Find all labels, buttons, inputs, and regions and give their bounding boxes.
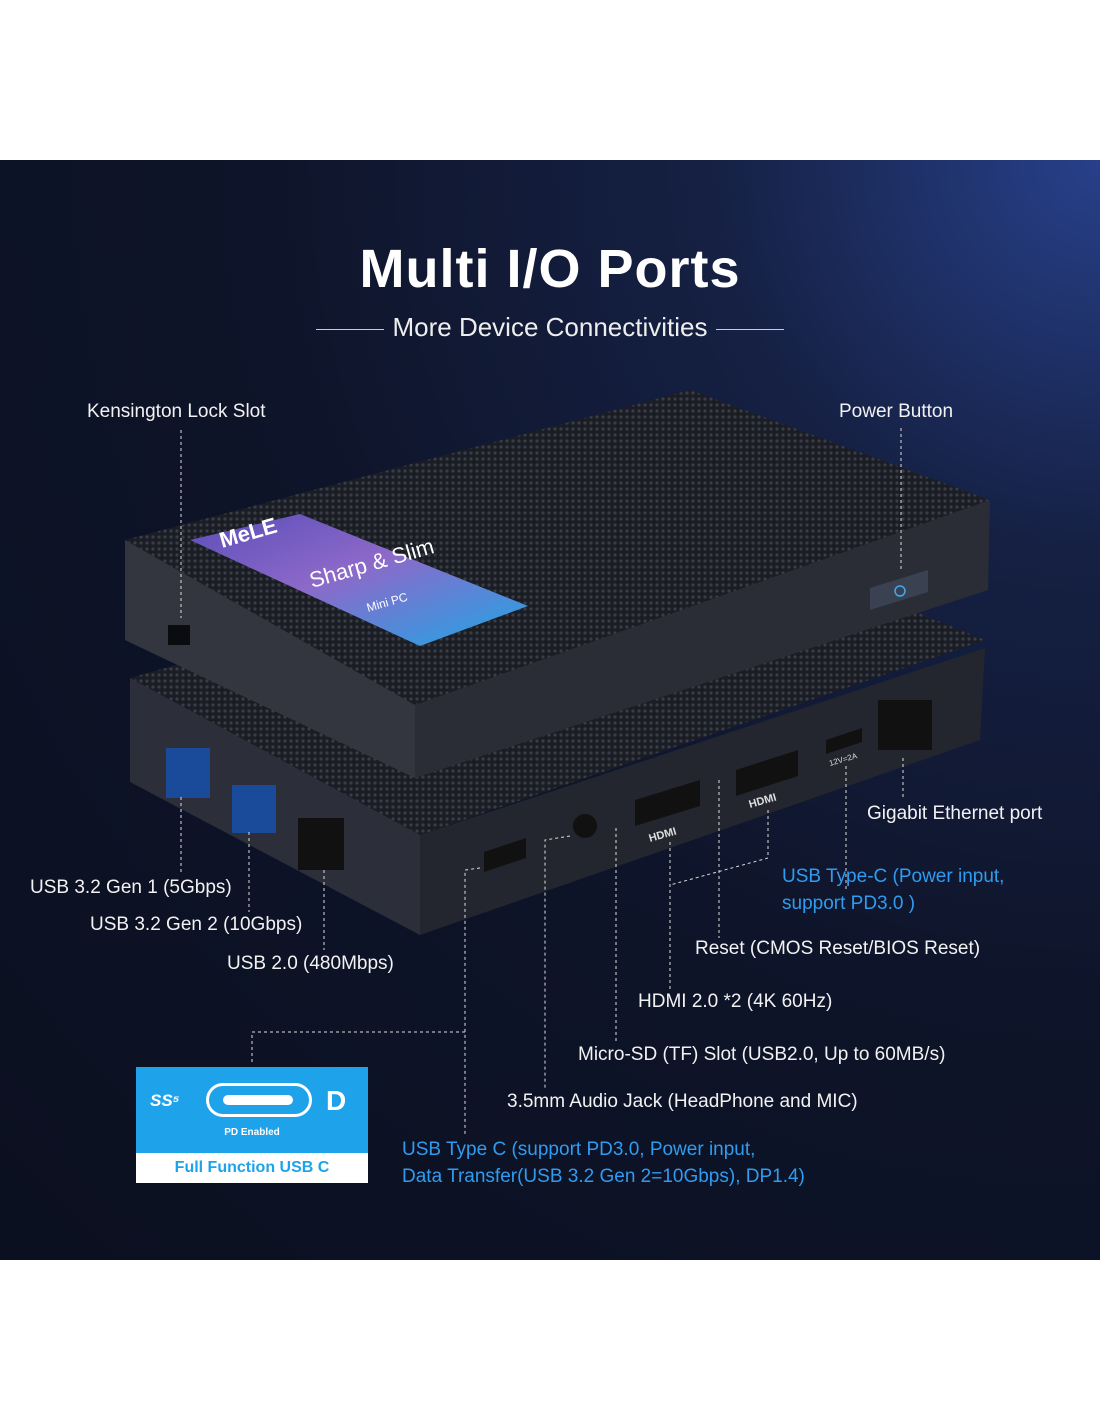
label-usbc-power-2: support PD3.0 ) xyxy=(782,893,916,914)
label-power: Power Button xyxy=(839,401,954,422)
label-usb32-gen1: USB 3.2 Gen 1 (5Gbps) xyxy=(30,877,232,898)
label-usbc-full-1: USB Type C (support PD3.0, Power input, xyxy=(402,1139,756,1160)
displayport-icon: D xyxy=(326,1085,347,1116)
usbc-port-icon xyxy=(206,1083,312,1117)
kensington-slot xyxy=(168,625,190,645)
power-icon xyxy=(894,585,906,597)
ports: HDMI HDMI 12V=2A xyxy=(166,700,932,872)
label-usbc-full-2: Data Transfer(USB 3.2 Gen 2=10Gbps), DP1… xyxy=(402,1166,805,1187)
label-usbc-power-1: USB Type-C (Power input, xyxy=(782,866,1005,887)
label-reset: Reset (CMOS Reset/BIOS Reset) xyxy=(695,938,981,959)
label-microsd: Micro-SD (TF) Slot (USB2.0, Up to 60MB/s… xyxy=(578,1044,946,1065)
subtitle: More Device Connectivities xyxy=(0,312,1100,343)
label-kensington: Kensington Lock Slot xyxy=(87,401,266,422)
label-audio: 3.5mm Audio Jack (HeadPhone and MIC) xyxy=(507,1091,858,1112)
page-title: Multi I/O Ports xyxy=(359,239,741,299)
card-footer: Full Function USB C xyxy=(174,1159,330,1176)
label-ethernet: Gigabit Ethernet port xyxy=(867,803,1043,824)
superspeed-icon: SS⁵ xyxy=(150,1091,180,1110)
power-button xyxy=(870,570,928,610)
product-badge xyxy=(190,514,528,646)
full-function-usbc-card: SS⁵ D PD Enabled Full Function USB C xyxy=(136,1067,368,1183)
leader-lines xyxy=(180,428,904,1135)
label-usb20: USB 2.0 (480Mbps) xyxy=(227,953,394,974)
label-hdmi: HDMI 2.0 *2 (4K 60Hz) xyxy=(638,991,833,1012)
label-usb32-gen2: USB 3.2 Gen 2 (10Gbps) xyxy=(90,914,303,935)
subtitle-text: More Device Connectivities xyxy=(392,312,708,342)
top-unit: MeLE Sharp & Slim Mini PC xyxy=(125,390,990,778)
pd-enabled-text: PD Enabled xyxy=(224,1127,280,1138)
